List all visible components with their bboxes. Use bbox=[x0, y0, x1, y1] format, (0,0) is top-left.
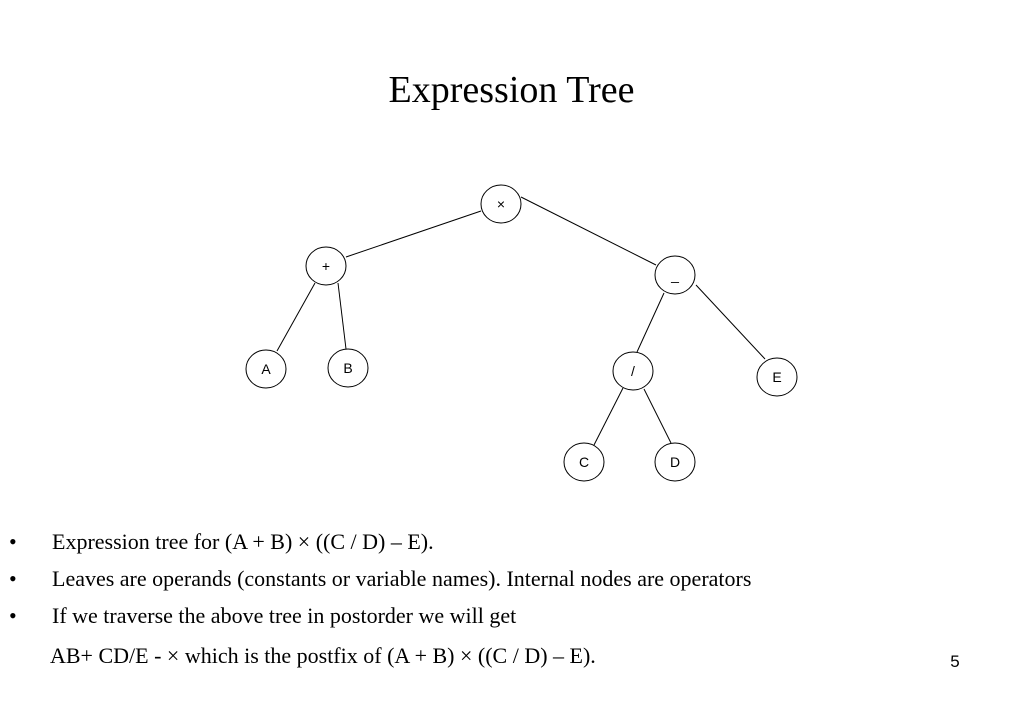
tree-node-plus: + bbox=[305, 246, 347, 286]
bullet-icon: • bbox=[9, 529, 17, 554]
node-label-d: D bbox=[670, 454, 680, 470]
node-circle bbox=[563, 442, 605, 482]
bullet-list: • Expression tree for (A + B) × ((C / D)… bbox=[0, 523, 1023, 634]
tree-node-e: E bbox=[756, 357, 798, 397]
node-circle bbox=[612, 351, 654, 391]
node-label-times: × bbox=[497, 196, 505, 212]
node-circle bbox=[756, 357, 798, 397]
tree-node-b: B bbox=[327, 348, 369, 388]
tree-node-minus: _ bbox=[654, 255, 696, 295]
node-circle bbox=[305, 246, 347, 286]
edge-divide-c bbox=[593, 387, 624, 446]
edge-minus-e bbox=[695, 284, 766, 360]
node-label-plus: + bbox=[322, 258, 330, 274]
node-label-divide: / bbox=[631, 363, 635, 379]
edge-times-plus bbox=[345, 210, 482, 258]
bullet-item: • If we traverse the above tree in posto… bbox=[0, 597, 1023, 634]
tree-node-divide: / bbox=[612, 351, 654, 391]
tree-node-times: × bbox=[480, 184, 522, 224]
node-circle bbox=[480, 184, 522, 224]
postfix-result-line: AB+ CD/E - × which is the postfix of (A … bbox=[50, 643, 596, 668]
edge-plus-b bbox=[337, 282, 347, 350]
edge-divide-d bbox=[643, 388, 672, 444]
tree-node-a: A bbox=[245, 349, 287, 389]
tree-edges bbox=[276, 196, 766, 446]
node-label-c: C bbox=[579, 454, 589, 470]
bullet-text: Expression tree for (A + B) × ((C / D) –… bbox=[52, 529, 434, 554]
bullet-text: Leaves are operands (constants or variab… bbox=[52, 566, 752, 591]
node-label-b: B bbox=[343, 360, 352, 376]
slide-title: Expression Tree bbox=[388, 69, 635, 111]
node-label-minus: _ bbox=[670, 267, 679, 283]
edge-plus-a bbox=[276, 282, 316, 352]
node-circle bbox=[245, 349, 287, 389]
bullet-icon: • bbox=[9, 566, 17, 591]
node-label-e: E bbox=[772, 369, 781, 385]
node-label-a: A bbox=[261, 361, 271, 377]
edge-minus-divide bbox=[636, 292, 665, 353]
page-number: 5 bbox=[950, 652, 960, 671]
bullet-item: • Leaves are operands (constants or vari… bbox=[0, 560, 1023, 597]
bullet-icon: • bbox=[9, 603, 17, 628]
node-circle bbox=[327, 348, 369, 388]
tree-node-c: C bbox=[563, 442, 605, 482]
node-circle bbox=[654, 442, 696, 482]
bullet-item: • Expression tree for (A + B) × ((C / D)… bbox=[0, 523, 1023, 560]
bullet-text: If we traverse the above tree in postord… bbox=[52, 603, 517, 628]
edge-times-minus bbox=[520, 196, 657, 266]
node-circle bbox=[654, 255, 696, 295]
tree-node-d: D bbox=[654, 442, 696, 482]
